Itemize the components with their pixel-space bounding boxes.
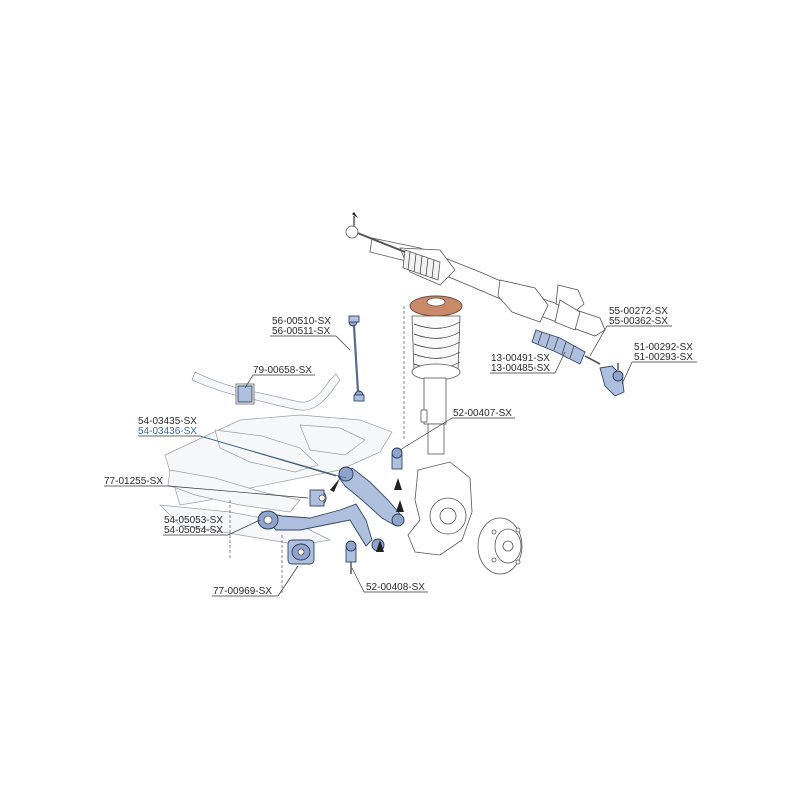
lower-control-arm [257, 503, 385, 552]
assembly-arrow [396, 500, 404, 512]
label-54-03435: 54-03435-SX [138, 416, 197, 427]
label-52-00408: 52-00408-SX [366, 582, 425, 593]
anti-roll-bar [191, 371, 341, 411]
label-54-05053: 54-05053-SX [164, 515, 223, 526]
label-54-03436: 54-03436-SX [138, 426, 197, 437]
bushing-77-00969 [287, 539, 315, 565]
label-77-00969: 77-00969-SX [213, 586, 272, 597]
strut-assembly [403, 295, 463, 455]
label-13-00491: 13-00491-SX [491, 353, 550, 364]
upper-control-arm [337, 466, 405, 527]
ball-joint-52-00407 [391, 447, 403, 490]
steering-knuckle [407, 461, 523, 575]
assembly-arrow [376, 540, 384, 552]
steering-rack [345, 212, 625, 397]
label-56-00511: 56-00511-SX [272, 326, 331, 337]
leader-lines [104, 325, 697, 597]
label-52-00407: 52-00407-SX [453, 408, 512, 419]
label-56-00510: 56-00510-SX [272, 316, 331, 327]
label-79-00658: 79-00658-SX [253, 365, 312, 376]
label-55-00362: 55-00362-SX [609, 316, 668, 327]
subframe [159, 414, 393, 595]
stabilizer-link [348, 315, 365, 402]
part-labels: 55-00272-SX 55-00362-SX 51-00292-SX 51-0… [104, 306, 693, 597]
ball-joint-52-00408 [345, 540, 357, 574]
label-13-00485: 13-00485-SX [491, 363, 550, 374]
label-55-00272: 55-00272-SX [609, 306, 668, 317]
label-77-01255: 77-01255-SX [104, 476, 163, 487]
label-51-00293: 51-00293-SX [634, 352, 693, 363]
assembly-arrow [330, 478, 340, 492]
bushing-77-01255 [309, 489, 327, 507]
label-54-05054: 54-05054-SX [164, 525, 223, 536]
label-51-00292: 51-00292-SX [634, 342, 693, 353]
